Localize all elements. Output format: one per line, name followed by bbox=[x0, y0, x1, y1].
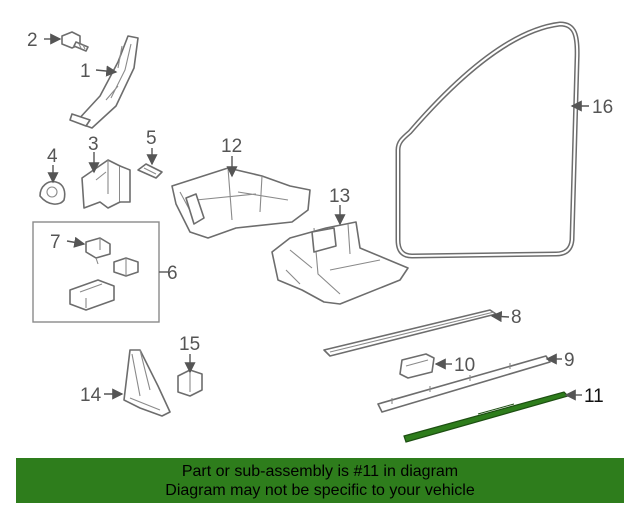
callout-7: 7 bbox=[50, 232, 61, 253]
callout-2: 2 bbox=[27, 30, 38, 51]
part-2-screw bbox=[61, 31, 89, 52]
part-10-cover bbox=[399, 353, 435, 379]
part-6-nut bbox=[113, 257, 139, 277]
callout-1: 1 bbox=[80, 61, 91, 82]
callout-15: 15 bbox=[179, 334, 200, 355]
banner-line-2: Diagram may not be specific to your vehi… bbox=[165, 481, 475, 499]
parts-diagram: 2 1 16 4 3 5 12 bbox=[27, 21, 613, 443]
callout-9: 9 bbox=[564, 350, 575, 371]
part-16-weatherstrip bbox=[395, 21, 580, 259]
part-12-cowl-panel bbox=[171, 167, 311, 239]
callout-3: 3 bbox=[88, 134, 99, 155]
part-7-clip bbox=[85, 237, 111, 265]
callout-11: 11 bbox=[584, 386, 604, 407]
callout-6: 6 bbox=[167, 263, 178, 284]
part-1-pillar-trim bbox=[69, 35, 139, 129]
part-4-clip bbox=[39, 180, 66, 205]
banner-line-1: Part or sub-assembly is #11 in diagram bbox=[181, 462, 459, 480]
part-5-retainer bbox=[137, 163, 163, 179]
part-15-clip bbox=[177, 369, 203, 397]
callout-14: 14 bbox=[80, 385, 102, 406]
leader-8 bbox=[490, 310, 510, 323]
part-11-sill-trim-highlighted bbox=[403, 391, 570, 443]
part-8-sill-plate bbox=[323, 309, 497, 357]
leader-1 bbox=[95, 65, 118, 77]
callout-12: 12 bbox=[221, 136, 242, 157]
callout-16: 16 bbox=[592, 97, 613, 118]
callout-13: 13 bbox=[329, 186, 350, 207]
callout-8: 8 bbox=[511, 307, 522, 328]
part-6-retainer bbox=[69, 279, 115, 311]
part-info-banner: Part or sub-assembly is #11 in diagram D… bbox=[16, 458, 624, 503]
callout-10: 10 bbox=[454, 355, 475, 376]
part-13-kick-panel bbox=[271, 221, 409, 305]
callout-4: 4 bbox=[47, 146, 58, 167]
part-3-bracket bbox=[81, 159, 131, 209]
leader-7 bbox=[66, 236, 86, 248]
part-14-trim-piece bbox=[123, 349, 171, 417]
callout-5: 5 bbox=[146, 128, 157, 149]
